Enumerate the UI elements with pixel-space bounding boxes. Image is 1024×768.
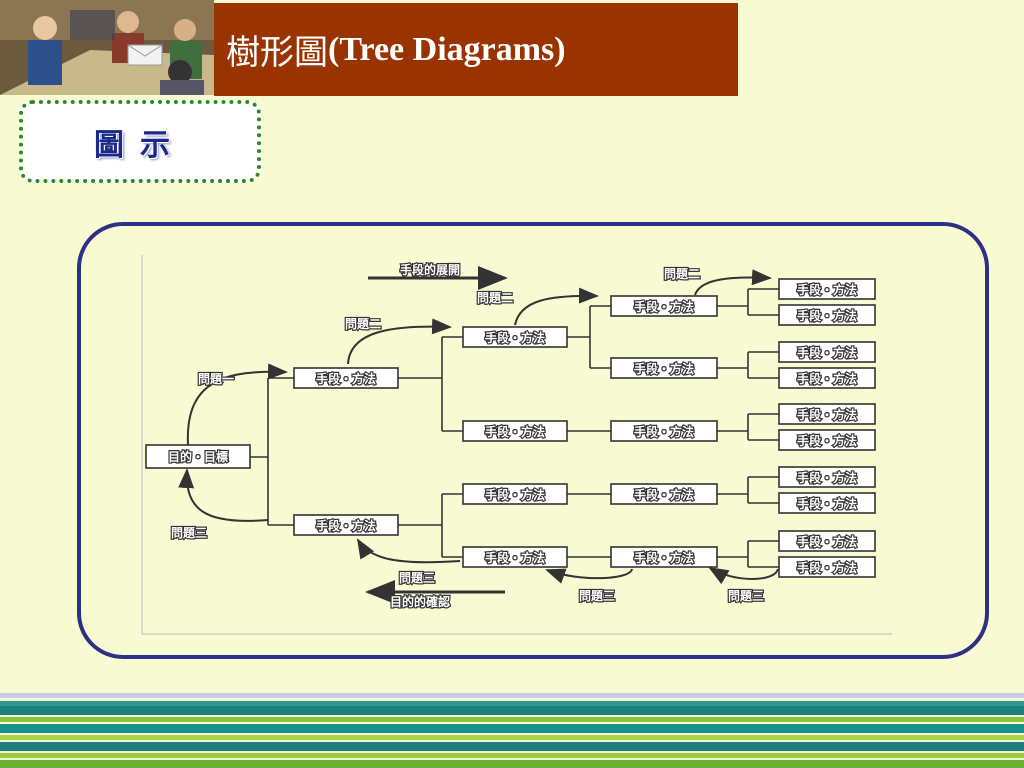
node-box: 手段・方法 [610, 546, 718, 568]
leaf-label: 手段・方法 [797, 345, 857, 360]
node-box: 手段・方法 [462, 546, 568, 568]
title-bar: 樹形圖 (Tree Diagrams) [214, 3, 738, 96]
node-box: 手段・方法 [462, 483, 568, 505]
question-label: 問題三 [579, 589, 615, 603]
question-label: 問題三 [171, 526, 207, 540]
question-label: 問題二 [664, 267, 700, 281]
leaf-label: 手段・方法 [797, 496, 857, 511]
leaf-box: 手段・方法 [778, 367, 876, 389]
leaf-box: 手段・方法 [778, 304, 876, 326]
root-label: 目的・目標 [168, 449, 228, 464]
leaf-label: 手段・方法 [797, 534, 857, 549]
leaf-label: 手段・方法 [797, 560, 857, 575]
leaf-box: 手段・方法 [778, 492, 876, 514]
leaf-box: 手段・方法 [778, 341, 876, 363]
node-box: 手段・方法 [462, 420, 568, 442]
node-label: 手段・方法 [485, 424, 545, 439]
node-label: 手段・方法 [485, 487, 545, 502]
backward-arrow-label: 目的的確認 [390, 594, 450, 609]
leaf-box: 手段・方法 [778, 429, 876, 451]
leaf-label: 手段・方法 [797, 433, 857, 448]
node-box: 手段・方法 [293, 514, 399, 536]
node-label: 手段・方法 [634, 424, 694, 439]
leaf-label: 手段・方法 [797, 371, 857, 386]
node-box: 手段・方法 [293, 367, 399, 389]
leaf-box: 手段・方法 [778, 466, 876, 488]
node-label: 手段・方法 [316, 371, 376, 386]
node-label: 手段・方法 [634, 487, 694, 502]
forward-arrow-label: 手段的展開 [400, 262, 460, 277]
leaf-label: 手段・方法 [797, 282, 857, 297]
node-box: 手段・方法 [610, 420, 718, 442]
node-box: 手段・方法 [610, 357, 718, 379]
node-label: 手段・方法 [485, 550, 545, 565]
node-label: 手段・方法 [316, 518, 376, 533]
node-box: 手段・方法 [610, 483, 718, 505]
node-label: 手段・方法 [485, 330, 545, 345]
diagram-frame [77, 222, 989, 659]
question-label: 問題三 [728, 589, 764, 603]
leaf-box: 手段・方法 [778, 530, 876, 552]
leaf-box: 手段・方法 [778, 403, 876, 425]
root-node: 目的・目標 [145, 444, 251, 469]
node-label: 手段・方法 [634, 361, 694, 376]
footer-stripes [0, 693, 1024, 768]
leaf-label: 手段・方法 [797, 308, 857, 323]
leaf-box: 手段・方法 [778, 556, 876, 578]
node-box: 手段・方法 [610, 295, 718, 317]
page-title-zh: 樹形圖 [226, 33, 328, 73]
node-label: 手段・方法 [634, 299, 694, 314]
leaf-box: 手段・方法 [778, 278, 876, 300]
section-badge: 圖示 [19, 100, 261, 183]
header-photo [0, 0, 214, 95]
question-label: 問題三 [399, 571, 435, 585]
leaf-label: 手段・方法 [797, 470, 857, 485]
leaf-label: 手段・方法 [797, 407, 857, 422]
question-label: 問題二 [345, 317, 381, 331]
question-label: 問題二 [477, 291, 513, 305]
node-label: 手段・方法 [634, 550, 694, 565]
node-box: 手段・方法 [462, 326, 568, 348]
question-label: 問題一 [198, 372, 234, 386]
page-title-en: (Tree Diagrams) [328, 30, 566, 68]
